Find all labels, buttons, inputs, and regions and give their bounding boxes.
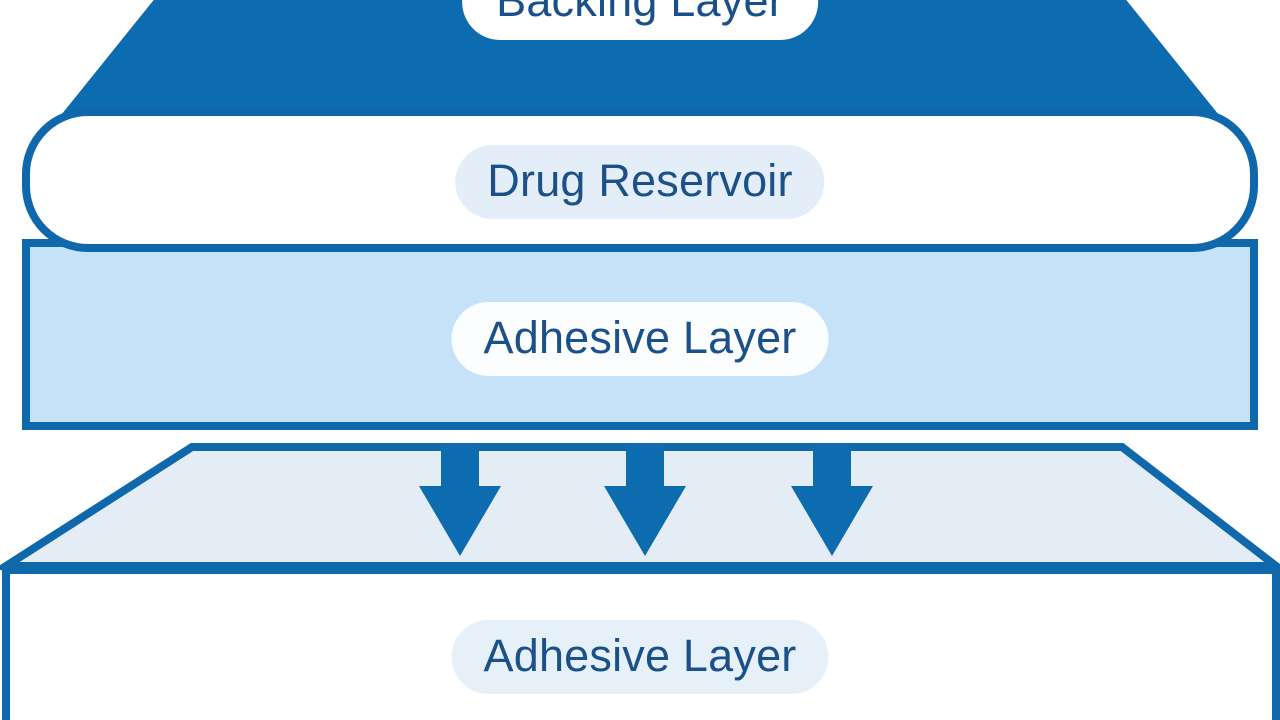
backing-layer-left-bevel — [62, 0, 186, 114]
adhesive-layer-bottom-label: Adhesive Layer — [451, 620, 829, 694]
backing-layer-label: Backing Layer — [462, 0, 818, 40]
diffusion-arrows-group — [419, 443, 873, 556]
diffusion-arrow-2-icon — [604, 443, 686, 556]
backing-layer-right-bevel — [1094, 0, 1218, 114]
adhesive-layer-top-label: Adhesive Layer — [451, 302, 829, 376]
backing-layer-shape[interactable] — [62, 0, 1218, 114]
diffusion-arrow-1-icon — [419, 443, 501, 556]
backing-layer-group[interactable] — [62, 0, 1218, 114]
diffusion-arrow-3-icon — [791, 443, 873, 556]
drug-reservoir-label: Drug Reservoir — [455, 145, 825, 219]
